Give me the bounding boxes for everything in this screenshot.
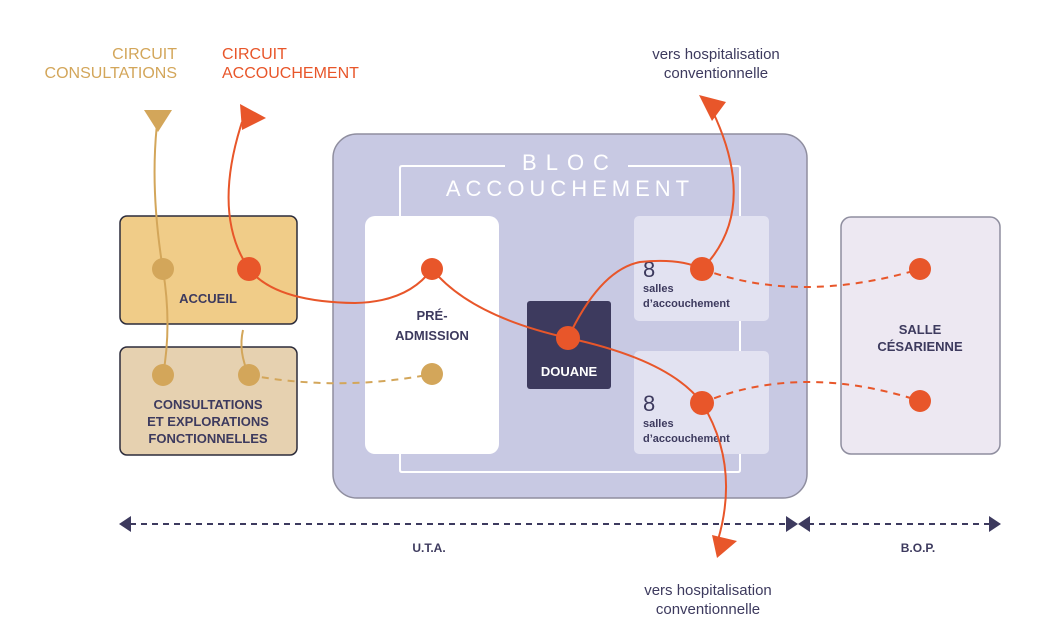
node-preadmission	[421, 258, 443, 280]
circuit-accouchement-arrowhead	[240, 104, 266, 130]
legend-consultations-line1: CIRCUIT	[112, 46, 177, 63]
node-cesarienne-1	[909, 258, 931, 280]
node-preadmission-consult	[421, 363, 443, 385]
salles-bottom-count: 8	[643, 391, 655, 416]
legend-consultations-line2: CONSULTATIONS	[45, 65, 177, 82]
legend-accouchement-line2: ACCOUCHEMENT	[222, 65, 359, 82]
node-accueil-consultations	[152, 258, 174, 280]
zone-bop-label: B.O.P.	[901, 541, 935, 555]
accueil-label: ACCUEIL	[179, 291, 237, 306]
salles-top-label-line2: d’accouchement	[643, 298, 730, 310]
salles-bottom-label-line1: salles	[643, 418, 674, 430]
zone-uta-label: U.T.A.	[412, 541, 445, 555]
cesarienne-label-line2: CÉSARIENNE	[877, 339, 963, 354]
bloc-title-line2: ACCOUCHEMENT	[446, 176, 694, 201]
consultations-label-line1: CONSULTATIONS	[153, 397, 262, 412]
consultations-label-line3: FONCTIONNELLES	[148, 431, 267, 446]
salles-bottom-label-line2: d’accouchement	[643, 433, 730, 445]
node-cesarienne-2	[909, 390, 931, 412]
exit-top-arrowhead	[699, 95, 726, 121]
preadmission-box	[365, 216, 499, 454]
salles-top-label-line1: salles	[643, 283, 674, 295]
accueil-box	[119, 215, 298, 325]
douane-label: DOUANE	[541, 364, 598, 379]
zone-uta-left-arrow	[119, 516, 131, 532]
cesarienne-box	[840, 216, 1001, 455]
exit-bottom-label-line2: conventionnelle	[656, 601, 760, 618]
node-salles-bottom	[690, 391, 714, 415]
node-salles-top	[690, 257, 714, 281]
exit-top-label-line2: conventionnelle	[664, 65, 768, 82]
node-accueil-accouchement	[237, 257, 261, 281]
salles-top-count: 8	[643, 257, 655, 282]
node-consult-1	[152, 364, 174, 386]
legend-accouchement-line1: CIRCUIT	[222, 46, 287, 63]
bloc-title-line1: BLOC	[522, 150, 618, 175]
circuit-consultations-arrowhead	[144, 110, 172, 132]
exit-bottom-label-line1: vers hospitalisation	[644, 582, 772, 599]
bloc-inner-frame	[399, 165, 741, 473]
preadmission-label-line2: ADMISSION	[395, 328, 469, 343]
exit-bottom-arrowhead	[712, 535, 737, 558]
consultations-label-line2: ET EXPLORATIONS	[147, 414, 269, 429]
zone-bop-right-arrow	[989, 516, 1001, 532]
zone-uta-right-arrow	[786, 516, 798, 532]
preadmission-label-line1: PRÉ-	[416, 308, 447, 323]
node-consult-2	[238, 364, 260, 386]
node-douane	[556, 326, 580, 350]
circuit-accouchement-path	[227, 109, 921, 541]
exit-top-label-line1: vers hospitalisation	[652, 46, 780, 63]
zone-bop-left-arrow	[798, 516, 810, 532]
cesarienne-label-line1: SALLE	[899, 322, 942, 337]
